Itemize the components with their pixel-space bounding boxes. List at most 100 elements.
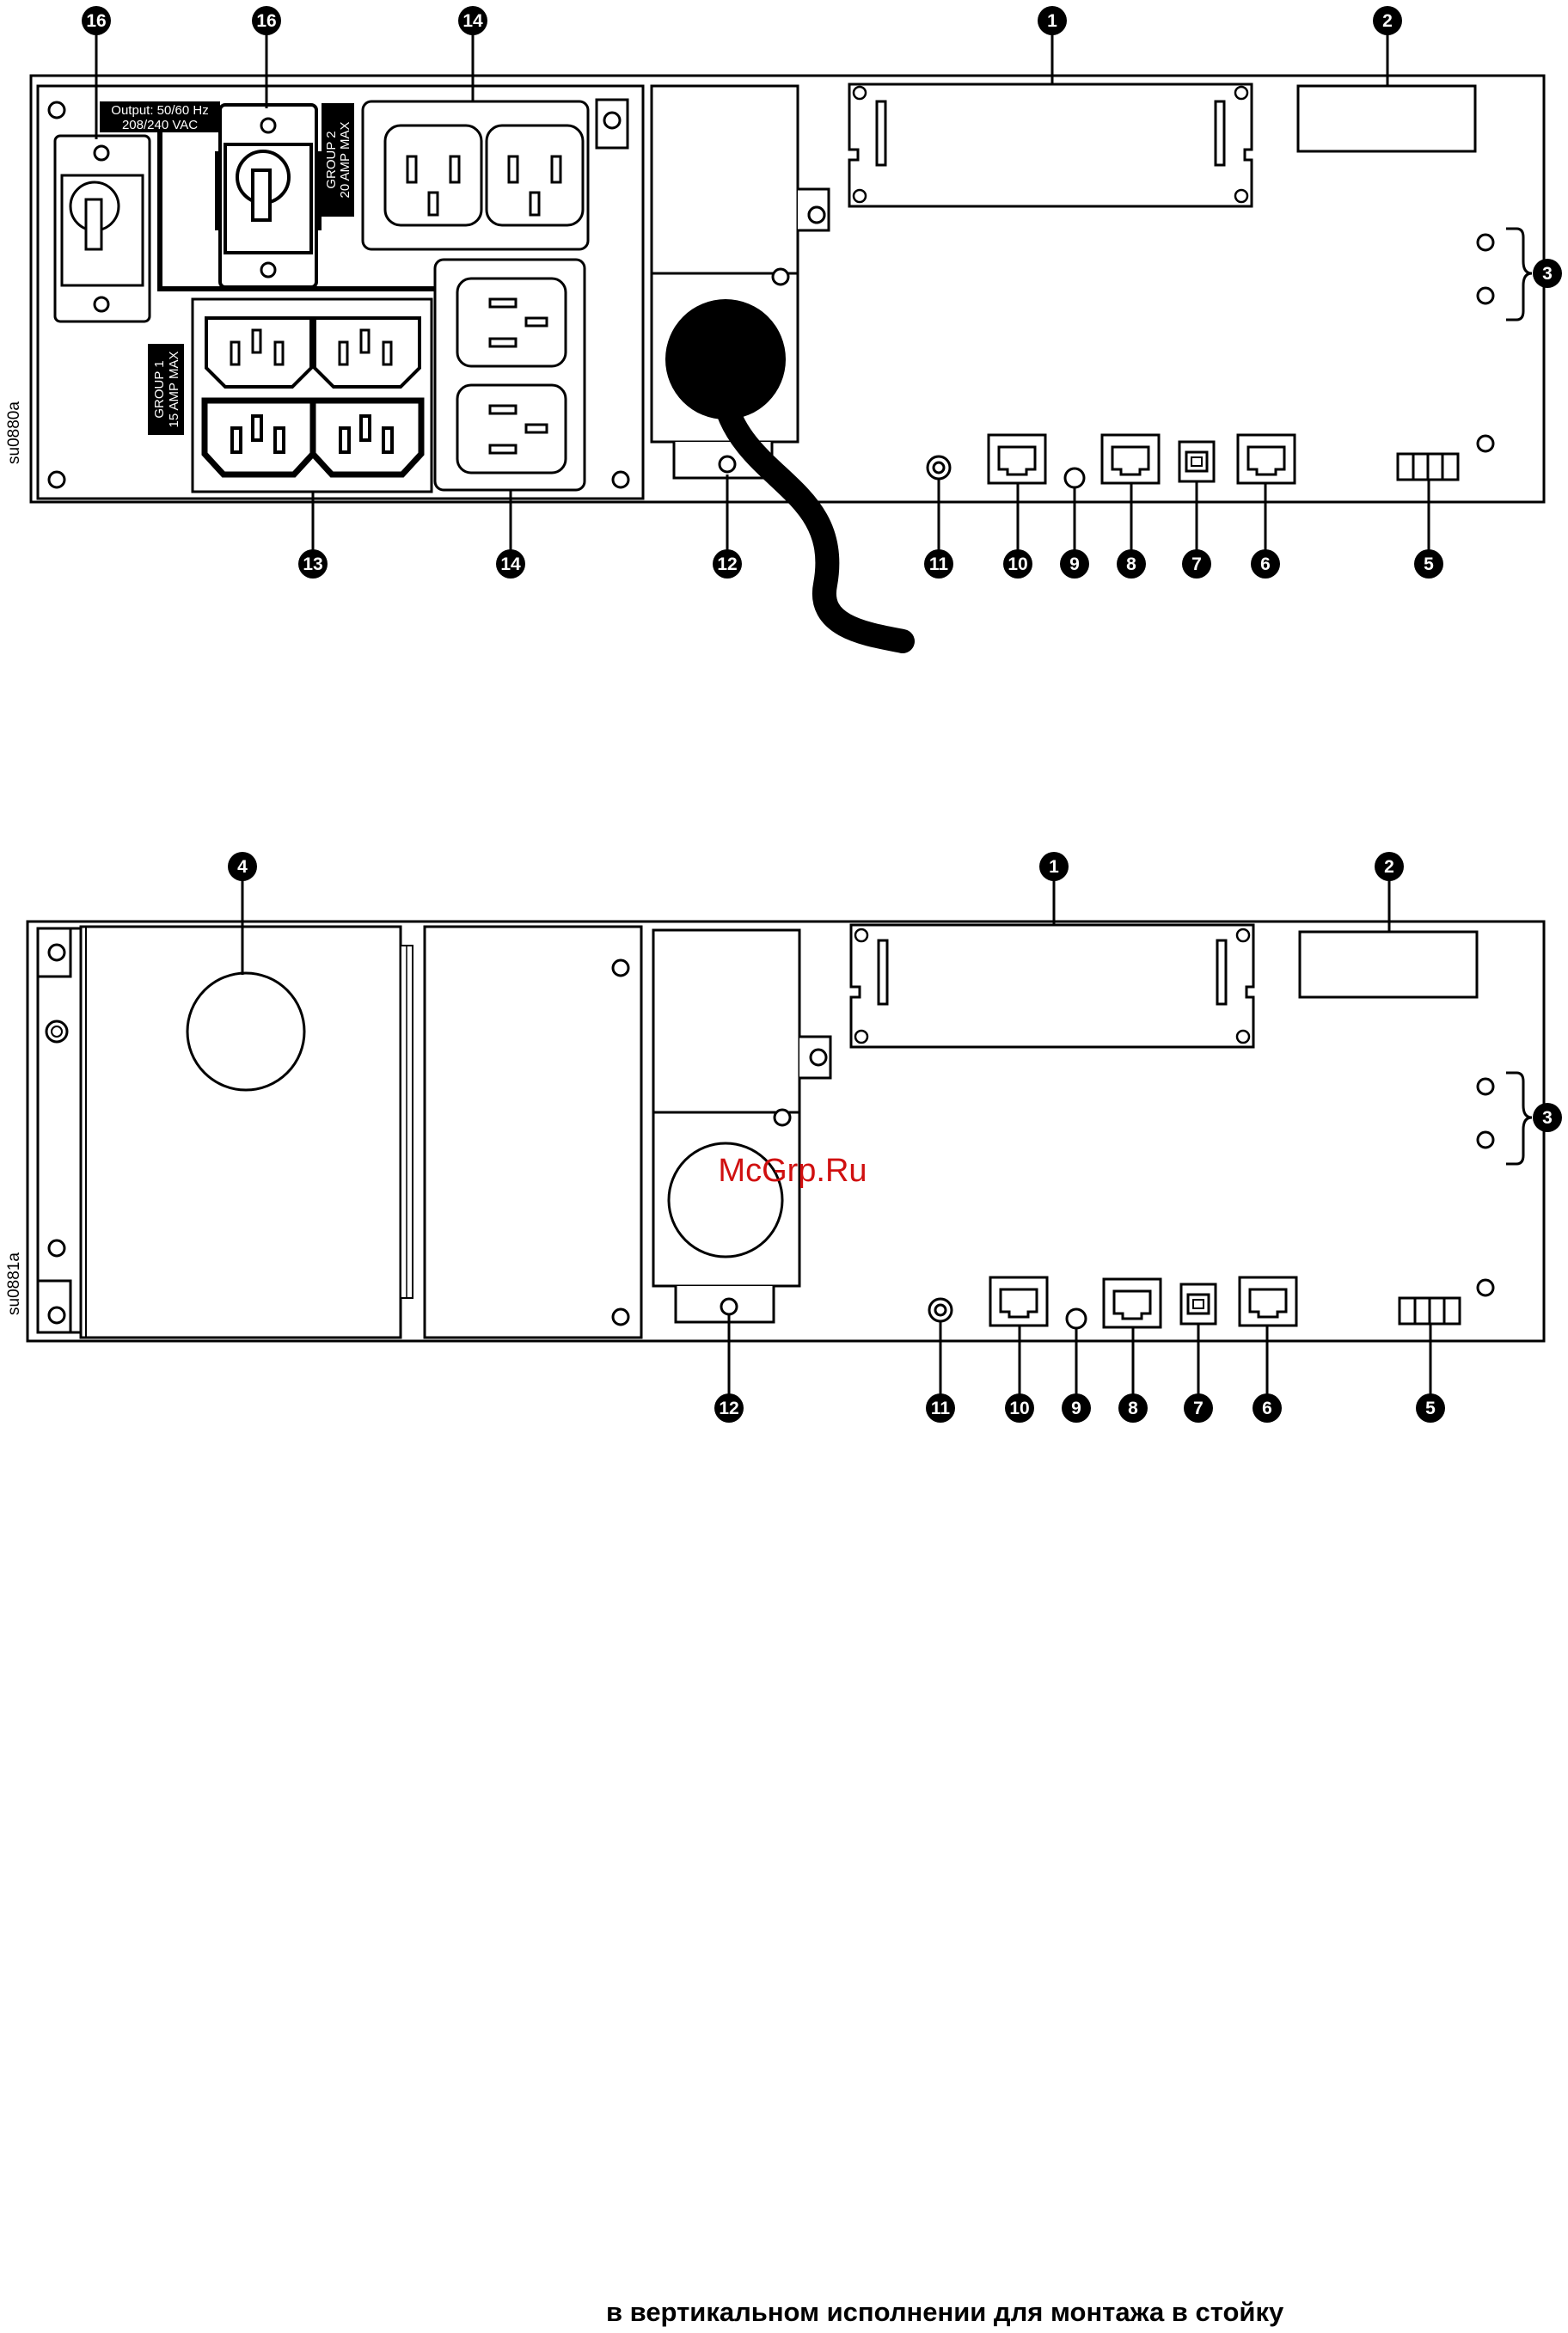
svg-text:1: 1 [1049, 857, 1059, 877]
bottom-figure: su0881a [5, 852, 1562, 1423]
svg-text:7: 7 [1193, 1399, 1204, 1418]
callout-3: 3 [1533, 1103, 1562, 1132]
usb-port [1179, 442, 1214, 481]
top-figure: su0880a Ou [5, 6, 1562, 641]
callout-12: 12 [713, 549, 742, 579]
svg-text:10: 10 [1009, 1399, 1029, 1418]
rj45-port [1238, 435, 1295, 483]
output-label: Output: 50/60 Hz 208/240 VAC [100, 101, 220, 132]
svg-text:11: 11 [929, 554, 949, 574]
svg-text:14: 14 [500, 554, 521, 574]
callout-10: 10 [1005, 1393, 1034, 1423]
rj45-port [989, 435, 1045, 483]
callout-12: 12 [714, 1393, 744, 1423]
svg-text:8: 8 [1126, 554, 1136, 574]
svg-text:6: 6 [1260, 554, 1271, 574]
c13-outlet [313, 401, 421, 475]
rj45-port [1104, 1279, 1161, 1327]
c19-outlet [385, 126, 481, 225]
svg-text:10: 10 [1008, 554, 1027, 574]
circuit-breaker-right[interactable] [215, 105, 322, 287]
label-plate [1298, 86, 1475, 151]
smartslot-cover [849, 84, 1252, 206]
cover-plate-right [425, 927, 641, 1338]
rj45-port [1102, 435, 1159, 483]
watermark: McGrp.Ru [718, 1153, 867, 1189]
svg-text:13: 13 [303, 554, 322, 574]
svg-text:14: 14 [462, 11, 483, 31]
svg-text:Output: 50/60 Hz: Output: 50/60 Hz [111, 103, 208, 118]
svg-text:11: 11 [931, 1399, 951, 1418]
callout-11: 11 [924, 549, 953, 579]
callout-6: 6 [1251, 549, 1280, 579]
svg-text:5: 5 [1424, 554, 1434, 574]
callout-1: 1 [1038, 6, 1067, 35]
svg-text:9: 9 [1071, 1399, 1081, 1418]
svg-text:GROUP 1: GROUP 1 [152, 360, 167, 418]
svg-text:208/240 VAC: 208/240 VAC [122, 118, 198, 132]
left-bracket [38, 928, 81, 1332]
callout-10: 10 [1003, 549, 1032, 579]
usb-port [1181, 1284, 1216, 1324]
svg-text:9: 9 [1069, 554, 1080, 574]
group1-label: GROUP 1 15 AMP MAX [148, 344, 184, 435]
callout-9: 9 [1062, 1393, 1091, 1423]
top-figure-code: su0880a [5, 401, 23, 464]
epo-connector [1398, 454, 1458, 480]
callout-5: 5 [1416, 1393, 1445, 1423]
c19-outlet [457, 385, 566, 473]
callout-7: 7 [1182, 549, 1211, 579]
callout-2: 2 [1373, 6, 1402, 35]
svg-text:3: 3 [1542, 1108, 1553, 1128]
epo-connector [1400, 1298, 1460, 1324]
conduit-knockout [187, 973, 304, 1090]
label-plate-bottom [1300, 932, 1477, 997]
c19-outlet [457, 279, 566, 366]
bottom-figure-code: su0881a [5, 1252, 23, 1315]
svg-text:4: 4 [237, 857, 248, 877]
rj45-port [1240, 1277, 1296, 1326]
svg-text:5: 5 [1425, 1399, 1436, 1418]
callout-8: 8 [1118, 1393, 1148, 1423]
callout-8: 8 [1117, 549, 1146, 579]
rj45-port [990, 1277, 1047, 1326]
callout-9: 9 [1060, 549, 1089, 579]
c13-outlet [206, 318, 311, 387]
callout-11: 11 [926, 1393, 955, 1423]
svg-text:2: 2 [1384, 857, 1394, 877]
svg-text:16: 16 [86, 11, 106, 31]
group2-label: GROUP 2 20 AMP MAX [322, 103, 354, 217]
callout-5: 5 [1414, 549, 1443, 579]
svg-text:8: 8 [1128, 1399, 1138, 1418]
svg-text:1: 1 [1047, 11, 1057, 31]
svg-text:3: 3 [1542, 264, 1553, 284]
svg-text:20 AMP MAX: 20 AMP MAX [338, 122, 352, 199]
reset-button [1067, 1309, 1086, 1328]
callout-16b: 16 [252, 6, 281, 35]
svg-text:7: 7 [1191, 554, 1202, 574]
callout-14b: 14 [496, 549, 525, 579]
page-caption: в вертикальном исполнении для монтажа в … [606, 2297, 1466, 2328]
callout-13: 13 [298, 549, 328, 579]
c13-outlet [315, 318, 420, 387]
callout-14a: 14 [458, 6, 487, 35]
svg-text:15 AMP MAX: 15 AMP MAX [167, 352, 181, 428]
svg-text:16: 16 [256, 11, 276, 31]
callout-4: 4 [228, 852, 257, 881]
smartslot-cover-bottom [851, 925, 1253, 1047]
svg-text:6: 6 [1262, 1399, 1272, 1418]
callout-6: 6 [1253, 1393, 1282, 1423]
callout-3: 3 [1533, 259, 1562, 288]
svg-text:GROUP 2: GROUP 2 [324, 131, 339, 188]
callout-1: 1 [1039, 852, 1069, 881]
svg-text:12: 12 [717, 554, 737, 574]
c19-outlet [487, 126, 583, 225]
callout-7: 7 [1184, 1393, 1213, 1423]
svg-text:12: 12 [719, 1399, 738, 1418]
c13-outlet [205, 401, 313, 475]
callout-16a: 16 [82, 6, 111, 35]
circuit-breaker-left[interactable] [55, 136, 150, 321]
reset-button [1065, 468, 1084, 487]
svg-text:2: 2 [1382, 11, 1393, 31]
